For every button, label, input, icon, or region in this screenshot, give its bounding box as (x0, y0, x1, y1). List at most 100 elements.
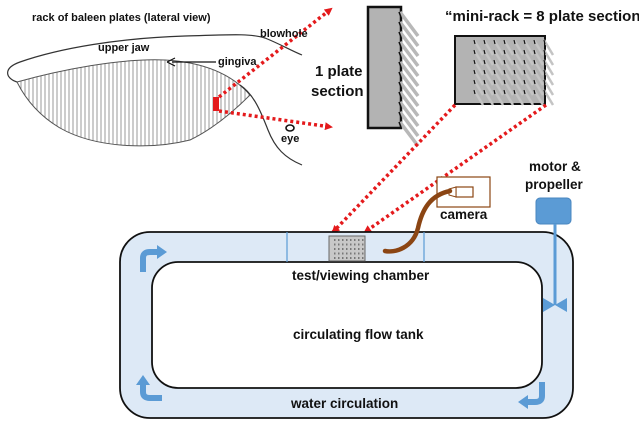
rack-root (483, 49, 486, 55)
rack-root (503, 39, 506, 45)
fringe-bristle (398, 30, 420, 58)
fringe-root (398, 121, 402, 128)
fringe-bristle (398, 100, 420, 128)
fringe-bristle (398, 70, 420, 98)
rack-root (473, 69, 476, 75)
camera-label: camera (440, 207, 488, 222)
rack-zoom-line-right (363, 103, 548, 234)
fringe-bristle (398, 120, 420, 148)
chamber-bristle (338, 239, 340, 241)
rack-bristle (532, 59, 545, 76)
chamber-bristle (342, 239, 344, 241)
rack-root (493, 39, 496, 45)
rack-root (513, 79, 516, 85)
rack-root (513, 69, 516, 75)
fringe-bristle (398, 60, 420, 88)
circulation-label: water circulation (291, 396, 399, 411)
rack-root (533, 89, 536, 95)
rack-root (503, 59, 506, 65)
rack-bristle (482, 69, 495, 86)
upper-jaw-outline (7, 34, 303, 83)
rack-root (473, 79, 476, 85)
rack-bristle (532, 89, 545, 106)
fringe-bristle (398, 90, 420, 118)
rack-root (523, 49, 526, 55)
rack-root (473, 39, 476, 45)
rack-root (503, 89, 506, 95)
rack-root (533, 79, 536, 85)
rack-bristle (502, 79, 515, 96)
chamber-bristle (346, 243, 348, 246)
chamber-bristle (354, 243, 356, 246)
rack-root (523, 79, 526, 85)
rack-root (473, 59, 476, 65)
flow-tank (119, 231, 574, 419)
fringe-root (398, 81, 402, 88)
chamber-bristle (358, 257, 360, 259)
rack-bristle (492, 59, 505, 76)
mini-rack-fringes (472, 39, 555, 106)
rack-bristle (482, 39, 495, 56)
rack-root (483, 79, 486, 85)
rack-bristle (542, 59, 555, 76)
chamber-bristle (350, 252, 352, 255)
rack-bristle (482, 59, 495, 76)
rack-root (483, 89, 486, 95)
rack-root (543, 89, 546, 95)
motor-label-line1: motor & (529, 159, 581, 174)
rack-root (483, 69, 486, 75)
chamber-bristle (338, 252, 340, 255)
selected-plate-highlight (213, 97, 219, 111)
fringe-root (398, 11, 402, 18)
rack-bristle (492, 39, 505, 56)
mini-rack-label: “mini-rack = 8 plate sections (445, 8, 639, 25)
rack-bristle (472, 79, 485, 96)
eye-icon (285, 124, 295, 132)
chamber-bristle (354, 248, 356, 250)
fringe-root (398, 41, 402, 48)
chamber-bristle (342, 243, 344, 246)
test-chamber-label: test/viewing chamber (292, 268, 430, 283)
rack-root (483, 39, 486, 45)
rack-bristle (472, 89, 485, 106)
fringe-root (398, 71, 402, 78)
rack-bristle (532, 49, 545, 66)
chamber-bristle (342, 248, 344, 250)
chamber-bristle (350, 248, 352, 250)
rack-bristle (522, 59, 535, 76)
rack-root (523, 89, 526, 95)
rack-bristle (542, 49, 555, 66)
flow-arrow-bottom-left-head (136, 375, 150, 385)
rack-bristle (472, 69, 485, 86)
rack-root (513, 49, 516, 55)
chamber-bristle (362, 257, 364, 259)
rack-root (543, 79, 546, 85)
chamber-bristle (362, 243, 364, 246)
camera-figure (382, 176, 491, 254)
fringe-bristle (398, 40, 420, 68)
rack-bristle (542, 69, 555, 86)
rack-root (493, 89, 496, 95)
rack-bristle (492, 49, 505, 66)
chamber-bristle (354, 257, 356, 259)
rack-bristle (522, 89, 535, 106)
chamber-bristle (334, 252, 336, 255)
chamber-bristle (342, 257, 344, 259)
rack-bristle (472, 39, 485, 56)
rack-bristle (542, 89, 555, 106)
chamber-bristle (354, 239, 356, 241)
rack-root (523, 39, 526, 45)
rack-root (543, 39, 546, 45)
rack-bristle (492, 69, 505, 86)
chamber-bristle (350, 257, 352, 259)
chamber-bristle (358, 243, 360, 246)
rack-root (503, 69, 506, 75)
whale-head (7, 34, 303, 166)
zoom-line-bottom (218, 109, 333, 131)
fringe-bristle (398, 20, 420, 48)
rack-root (543, 49, 546, 55)
chamber-bristle (362, 239, 364, 241)
flow-arrow-top-left-head (157, 245, 167, 259)
rack-bristle (472, 59, 485, 76)
baleen-rack (16, 59, 251, 147)
